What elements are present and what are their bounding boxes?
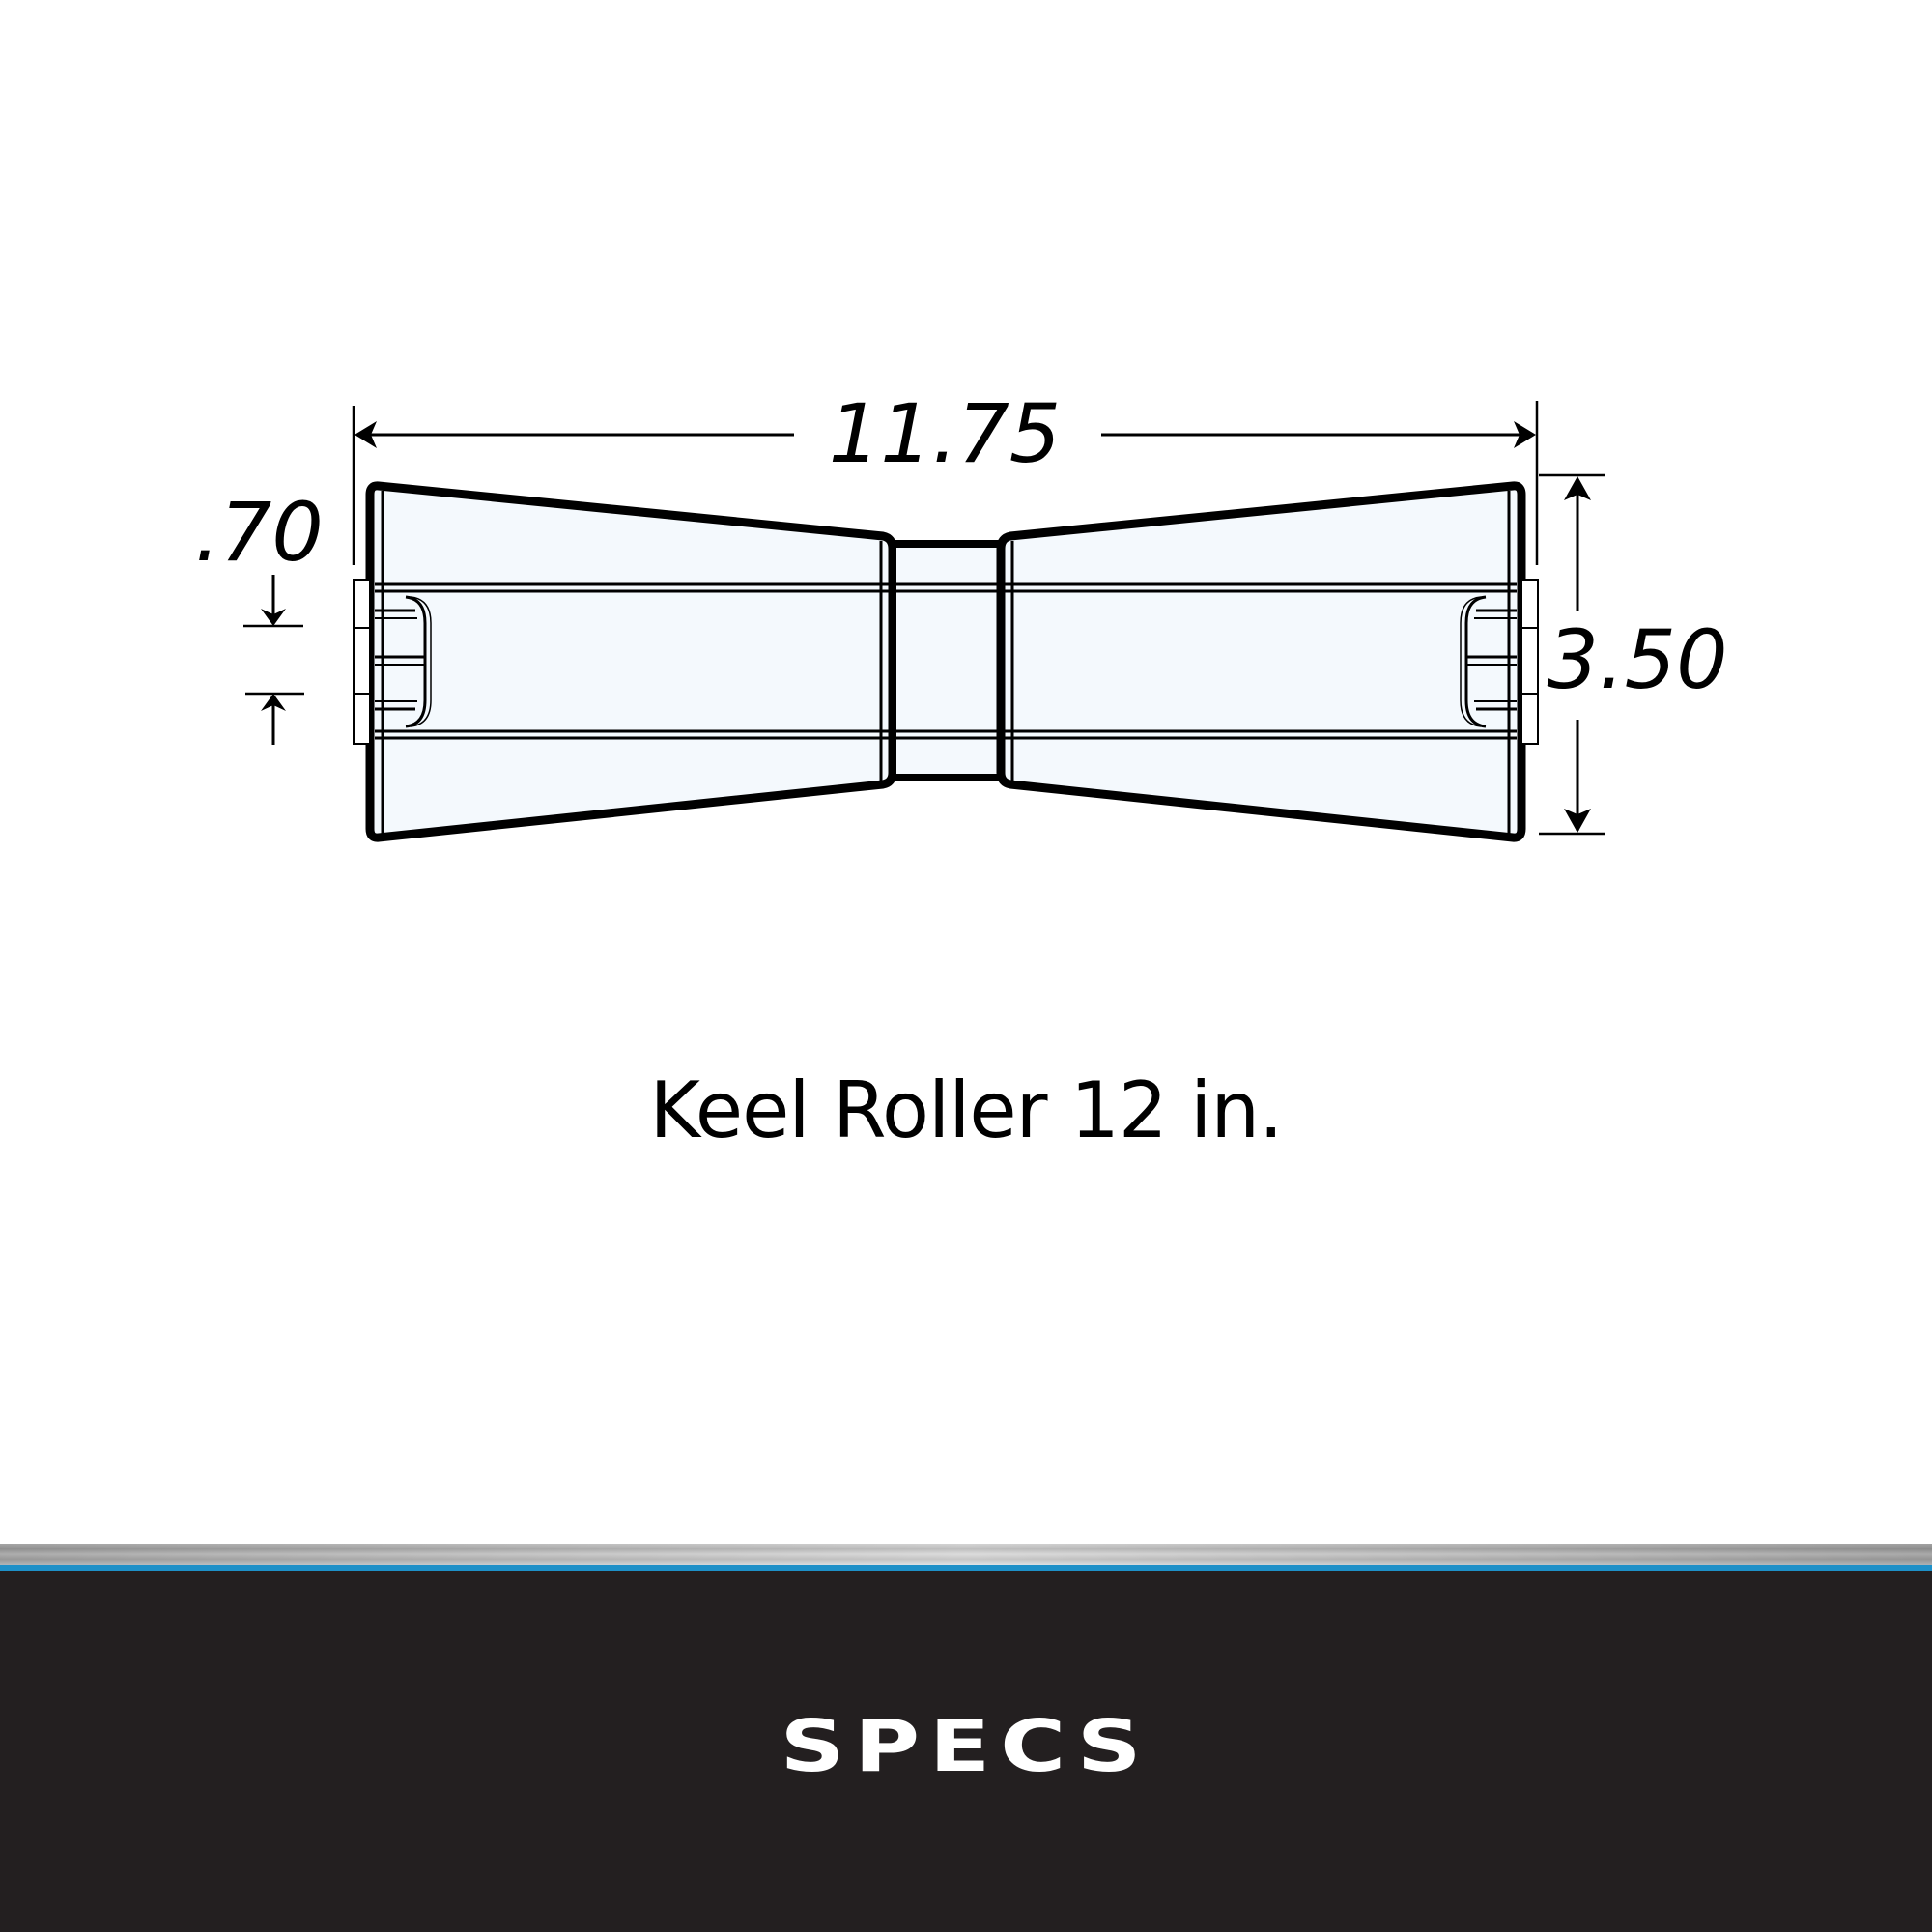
center-sleeve (889, 540, 1007, 781)
footer-label: SPECS (781, 1705, 1151, 1788)
length-dimension-label: 11.75 (829, 386, 1061, 481)
keel-roller-technical-drawing: 11.75 3.50 .70 (194, 386, 1728, 842)
right-end-bushing (1460, 579, 1539, 745)
bore-lines (375, 582, 1517, 740)
left-end-bushing (353, 579, 432, 745)
product-caption: Keel Roller 12 in. (649, 1065, 1283, 1155)
roller-body (365, 481, 1526, 842)
left-cone (365, 481, 897, 842)
brushed-metal-divider (0, 1544, 1932, 1565)
diameter-dimension-label: 3.50 (1547, 612, 1727, 707)
right-cone (996, 481, 1526, 842)
bore-offset-dimension-label: .70 (194, 485, 324, 580)
diameter-dimension (1539, 473, 1605, 836)
bore-offset-dimension (243, 575, 304, 745)
accent-line (0, 1565, 1932, 1571)
length-dimension (352, 401, 1539, 565)
footer-banner: SPECS (0, 1571, 1932, 1932)
